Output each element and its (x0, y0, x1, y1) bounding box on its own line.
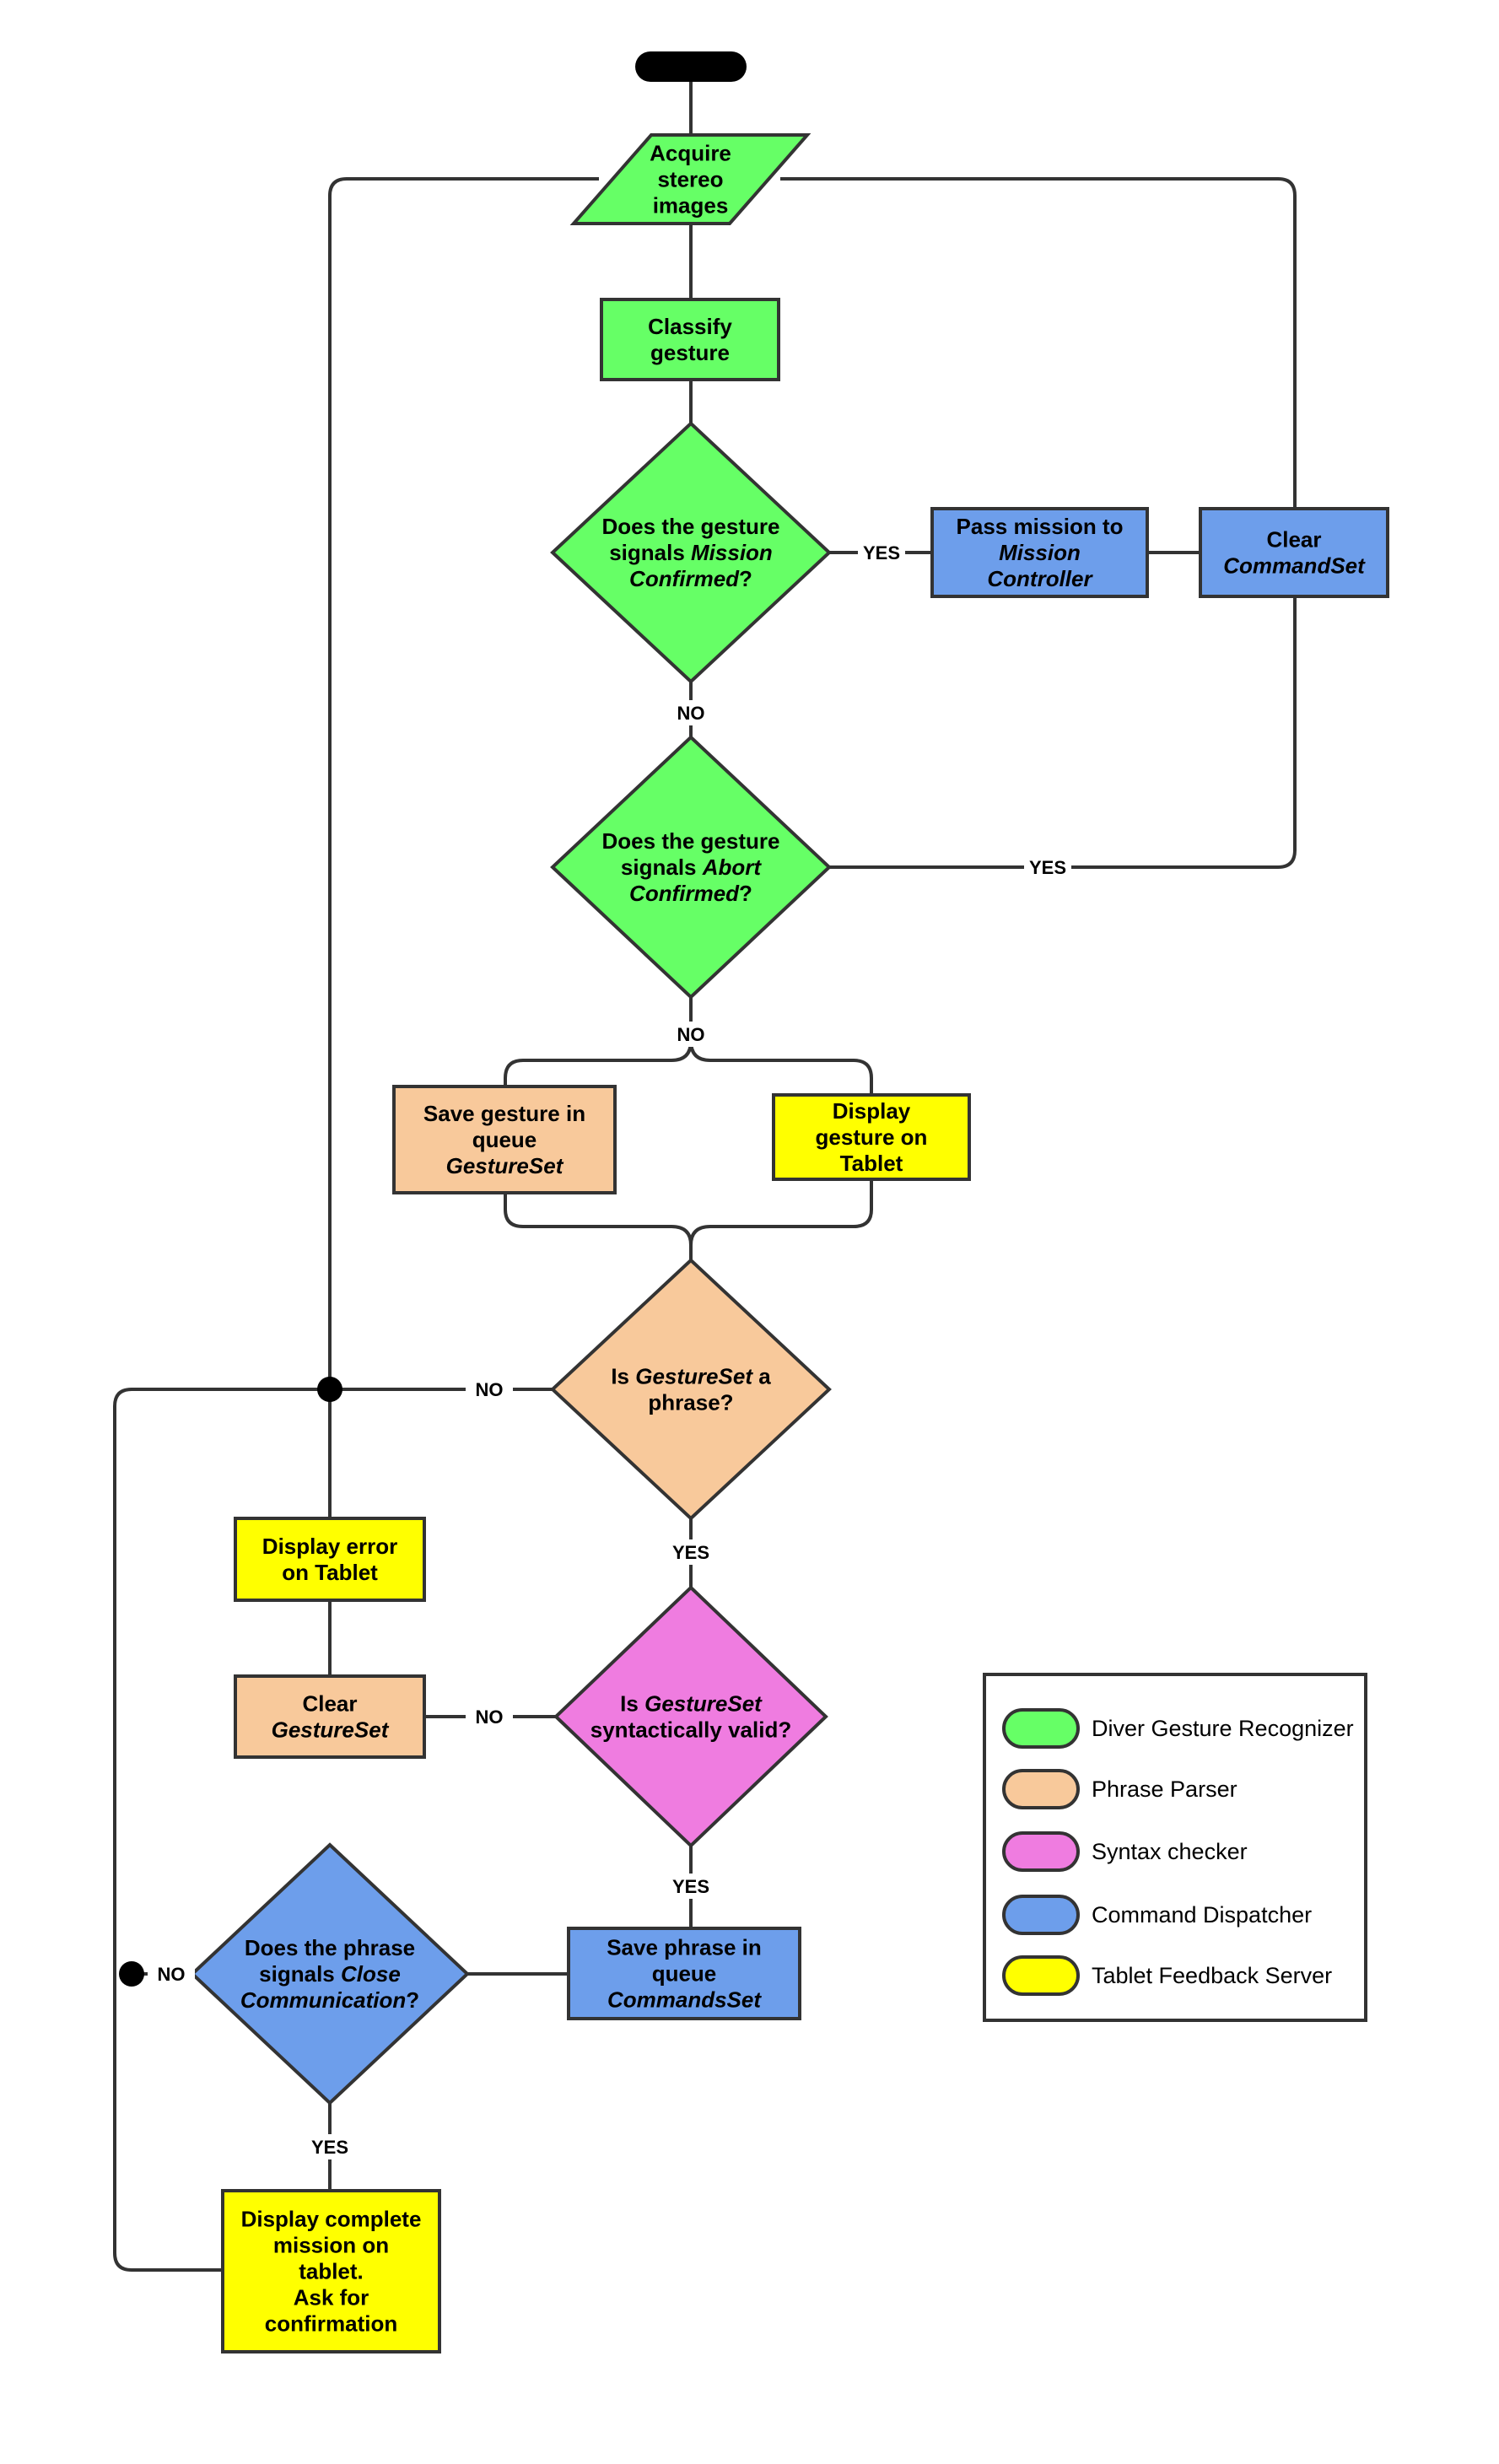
svg-text:YES: YES (672, 1542, 709, 1563)
svg-text:NO: NO (158, 1964, 186, 1985)
junction-dot (119, 1961, 144, 1987)
edge-label-phrase-yes: YES (667, 1539, 714, 1565)
edge-save-merge (504, 1193, 693, 1262)
legend-item: Tablet Feedback Server (1002, 1955, 1332, 1996)
legend-label: Phrase Parser (1092, 1777, 1237, 1802)
edge-display-merge (689, 1179, 873, 1246)
edge-label-close-no: NO (148, 1961, 195, 1987)
legend-label: Syntax checker (1092, 1839, 1248, 1864)
edge-loop-to-acquire (328, 177, 599, 1389)
edge-abort-yes (829, 597, 1297, 869)
svg-text:YES: YES (311, 2137, 348, 2158)
svg-text:YES: YES (1029, 857, 1066, 878)
legend-swatch (1002, 1895, 1080, 1935)
legend-swatch (1002, 1831, 1080, 1872)
legend-item: Syntax checker (1002, 1831, 1248, 1872)
edge-split-display (689, 1040, 873, 1095)
edge-label-mission-no: NO (667, 700, 714, 725)
edge-labels: YES NO YES NO NO YES NO YES NO YES (148, 540, 1071, 2159)
edge-split-save (504, 1040, 693, 1086)
edge-phrase-no (113, 1388, 553, 2272)
svg-text:NO: NO (476, 1706, 504, 1728)
legend-swatch (1002, 1955, 1080, 1996)
legend-label: Diver Gesture Recognizer (1092, 1716, 1354, 1741)
edge-clear-to-acquire (780, 177, 1297, 509)
legend-swatch (1002, 1769, 1080, 1809)
legend-item: Diver Gesture Recognizer (1002, 1708, 1354, 1749)
edge-label-abort-yes: YES (1024, 855, 1071, 880)
legend-item: Command Dispatcher (1002, 1895, 1312, 1935)
legend-swatch (1002, 1708, 1080, 1749)
edge-label-mission-yes: YES (858, 540, 905, 565)
legend-item: Phrase Parser (1002, 1769, 1237, 1809)
legend-label: Command Dispatcher (1092, 1902, 1312, 1928)
svg-text:NO: NO (677, 1024, 705, 1045)
junction-dot (317, 1377, 342, 1402)
connectors (113, 67, 1297, 2272)
edge-label-phrase-no: NO (466, 1377, 513, 1402)
legend-label: Tablet Feedback Server (1092, 1963, 1332, 1988)
edge-label-syntax-no: NO (466, 1704, 513, 1729)
edge-label-syntax-yes: YES (667, 1874, 714, 1899)
svg-text:NO: NO (677, 703, 705, 724)
start-terminal (635, 51, 747, 82)
edge-label-close-yes: YES (306, 2134, 353, 2159)
edge-label-abort-no: NO (667, 1022, 714, 1047)
svg-text:YES: YES (863, 542, 900, 563)
svg-text:NO: NO (476, 1379, 504, 1400)
svg-text:YES: YES (672, 1876, 709, 1897)
